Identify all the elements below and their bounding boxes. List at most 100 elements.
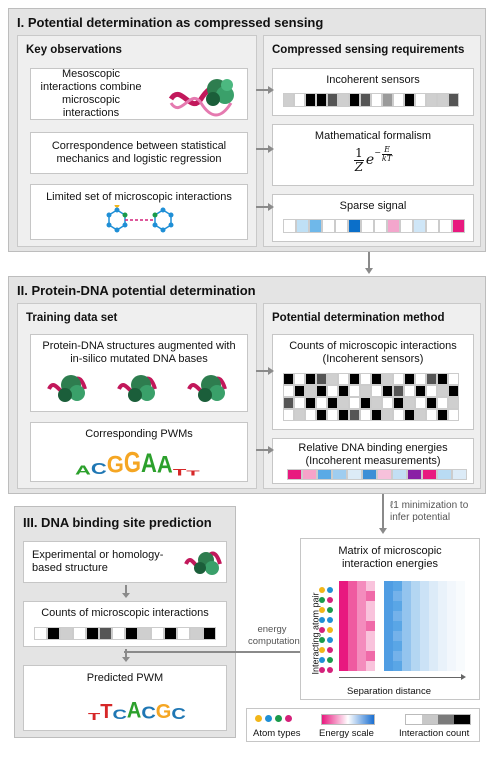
- matrix-xlabel: Separation distance: [347, 686, 431, 697]
- cell: [360, 397, 371, 409]
- cell: [34, 627, 47, 640]
- heatmap-cell: [429, 661, 438, 671]
- heatmap-cell: [366, 631, 375, 641]
- cell: [437, 409, 448, 421]
- cell: [327, 409, 338, 421]
- heatmap-cell: [339, 581, 348, 591]
- formula-base: e: [365, 152, 375, 168]
- atom-dot: [319, 647, 325, 653]
- cell: [349, 385, 360, 397]
- cell: [316, 93, 327, 107]
- heatmap-cell: [339, 631, 348, 641]
- cell: [371, 397, 382, 409]
- legend-interaction-count: Interaction count: [399, 728, 470, 739]
- heatmap-cell: [447, 631, 456, 641]
- cell: [349, 93, 360, 107]
- heatmap-cell: [393, 651, 402, 661]
- predicted-pwm-text: Predicted PWM: [86, 672, 164, 684]
- minimization-label: ℓ1 minimization to infer potential: [390, 500, 469, 523]
- section-1-title: I. Potential determination as compressed…: [17, 15, 324, 30]
- cell: [404, 93, 415, 107]
- heatmap-cell: [366, 611, 375, 621]
- cell: [437, 93, 448, 107]
- heatmap-cell: [348, 591, 357, 601]
- cell: [316, 397, 327, 409]
- logo-letter: T: [172, 467, 187, 478]
- heatmap-row: [339, 581, 465, 591]
- sparse-signal-row: [283, 219, 465, 233]
- cell: [338, 373, 349, 385]
- heatmap-cell: [402, 591, 411, 601]
- cell: [426, 409, 437, 421]
- heatmap-cell: [384, 581, 393, 591]
- cell: [415, 93, 426, 107]
- protein-dna-icon: [168, 79, 234, 117]
- heatmap-cell: [438, 591, 447, 601]
- cell: [448, 409, 459, 421]
- heatmap-cell: [420, 661, 429, 671]
- observation-1-text: Mesoscopic interactions combine microsco…: [40, 68, 142, 119]
- cell: [287, 469, 302, 480]
- cell: [327, 373, 338, 385]
- heatmap-row: [339, 601, 465, 611]
- arrowhead: [122, 593, 130, 598]
- cell: [283, 373, 294, 385]
- heatmap-cell: [429, 581, 438, 591]
- requirement-card-3: Sparse signal: [272, 194, 474, 242]
- cell: [404, 385, 415, 397]
- cell: [283, 93, 294, 107]
- cell: [448, 385, 459, 397]
- cell: [400, 219, 413, 233]
- cell: [294, 93, 305, 107]
- requirement-2-text: Mathematical formalism: [314, 130, 432, 142]
- heatmap-cell: [375, 621, 384, 631]
- heatmap-cell: [438, 661, 447, 671]
- cell: [305, 397, 316, 409]
- cell: [371, 373, 382, 385]
- cell: [404, 397, 415, 409]
- incoherent-sensor-row: [283, 93, 459, 107]
- heatmap-cell: [339, 591, 348, 601]
- heatmap-cell: [384, 601, 393, 611]
- arrow-section1-to-2: [368, 252, 370, 270]
- heatmap-row: [339, 631, 465, 641]
- cell: [305, 93, 316, 107]
- heatmap-cell: [357, 601, 366, 611]
- matrix-row: [283, 397, 459, 409]
- heatmap-cell: [375, 601, 384, 611]
- cell: [404, 409, 415, 421]
- heatmap-cell: [384, 641, 393, 651]
- atom-dot: [327, 627, 333, 633]
- count-row: [34, 627, 216, 640]
- heatmap-cell: [429, 651, 438, 661]
- heatmap-cell: [393, 601, 402, 611]
- arrowhead: [461, 674, 466, 680]
- atom-pair: [319, 665, 333, 675]
- logo-letter: A: [156, 450, 173, 479]
- atom-dot: [319, 657, 325, 663]
- heatmap-row: [339, 641, 465, 651]
- heatmap-cell: [420, 581, 429, 591]
- cell: [294, 397, 305, 409]
- heatmap-cell: [393, 641, 402, 651]
- heatmap-cell: [402, 621, 411, 631]
- atom-dot: [319, 587, 325, 593]
- cell: [361, 219, 374, 233]
- cell: [426, 397, 437, 409]
- key-observations-box: Key observations Mesoscopic interactions…: [17, 35, 257, 247]
- heatmap-cell: [411, 641, 420, 651]
- arrowhead: [122, 657, 130, 662]
- atom-pair-dots: [319, 585, 333, 675]
- heatmap-cell: [375, 641, 384, 651]
- section-1-panel: I. Potential determination as compressed…: [8, 8, 486, 252]
- cell: [374, 219, 387, 233]
- heatmap-cell: [357, 661, 366, 671]
- heatmap-cell: [366, 591, 375, 601]
- cell: [294, 385, 305, 397]
- heatmap-cell: [402, 611, 411, 621]
- cell: [393, 397, 404, 409]
- heatmap-cell: [438, 621, 447, 631]
- cell: [382, 373, 393, 385]
